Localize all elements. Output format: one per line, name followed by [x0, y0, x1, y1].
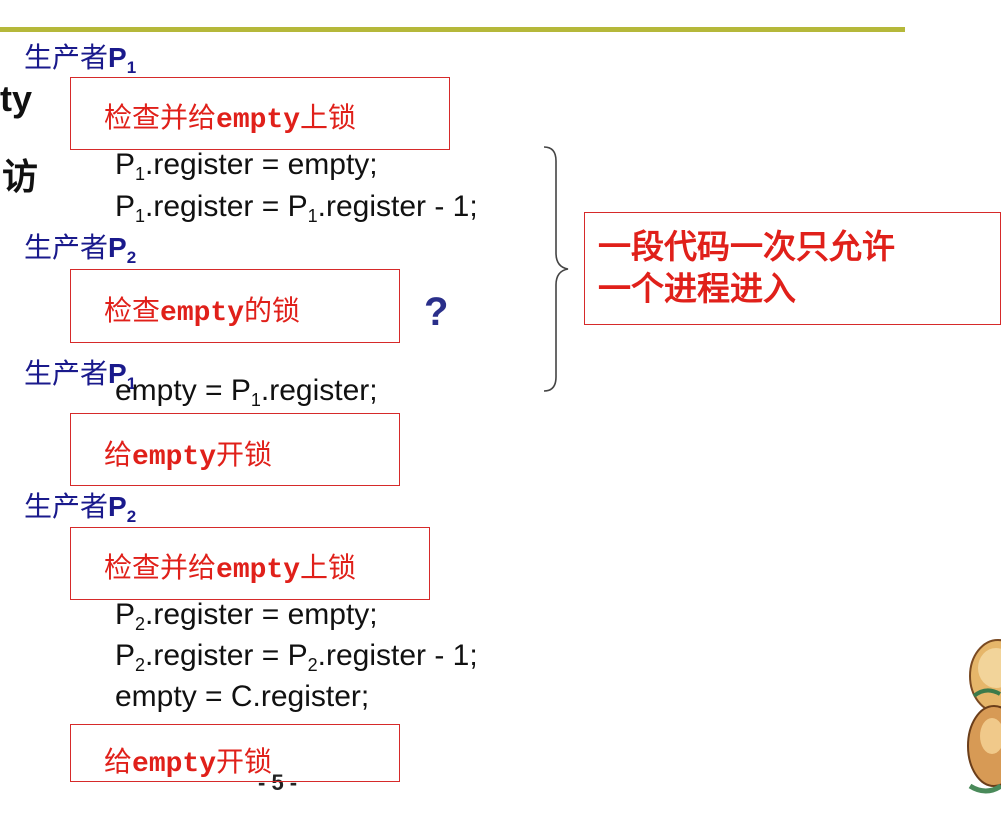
- unlock-box-2: [70, 724, 400, 782]
- lock-box-2-text: 检查empty的锁: [104, 294, 301, 329]
- producer-label-3: 生产者P1: [24, 357, 137, 393]
- unlock-box-2-text: 给empty开锁: [104, 745, 273, 780]
- code-line-5: P2.register = P2.register - 1;: [115, 639, 478, 675]
- decorative-cartoon-image: [966, 636, 1001, 806]
- code-line-2: P1.register = P1.register - 1;: [115, 190, 478, 226]
- producer-label-2: 生产者P2: [24, 231, 137, 267]
- producer-label-1: 生产者P1: [24, 41, 137, 77]
- clipped-left-text-1: ty: [0, 78, 33, 119]
- lock-box-3: [70, 527, 430, 600]
- unlock-box-1-text: 给empty开锁: [104, 438, 273, 473]
- lock-box-3-text: 检查并给empty上锁: [104, 551, 357, 586]
- title-underline-bar: [0, 27, 905, 32]
- code-line-3: empty = P1.register;: [115, 374, 378, 410]
- clipped-left-text-2: 访: [2, 157, 39, 198]
- code-line-4: P2.register = empty;: [115, 598, 378, 634]
- callout-box: [584, 212, 1001, 325]
- code-line-1: P1.register = empty;: [115, 148, 378, 184]
- lock-box-2: [70, 269, 400, 343]
- lock-box-1-text: 检查并给empty上锁: [104, 101, 357, 136]
- producer-label-4: 生产者P2: [24, 490, 137, 526]
- callout-text: 一段代码一次只允许 一个进程进入: [598, 227, 895, 308]
- unlock-box-1: [70, 413, 400, 486]
- question-mark: ?: [424, 290, 449, 334]
- lock-box-1: [70, 77, 450, 150]
- code-line-6: empty = C.register;: [115, 680, 370, 713]
- curly-brace: [543, 146, 569, 392]
- page-number: - 5 -: [258, 770, 298, 795]
